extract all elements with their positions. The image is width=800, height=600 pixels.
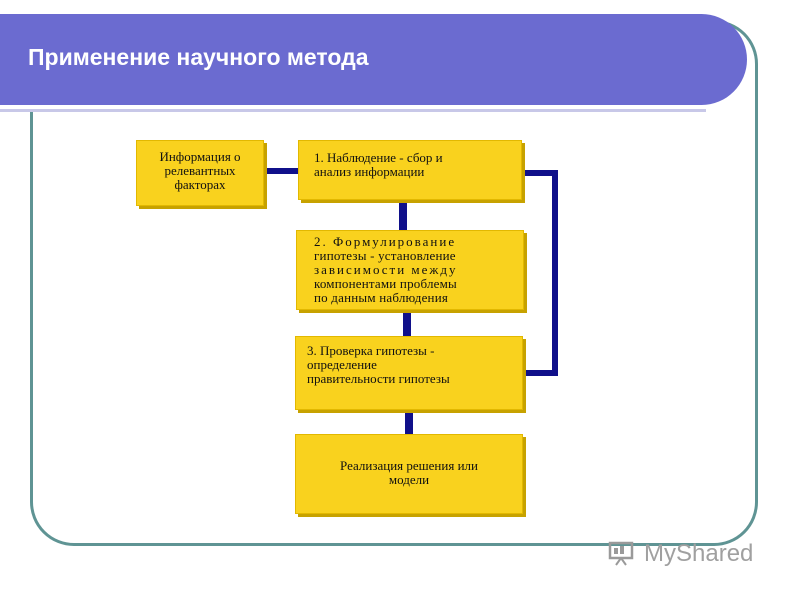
step3-line: правительности гипотезы: [307, 371, 450, 386]
watermark-text: MyShared: [644, 540, 754, 567]
step2-hypothesis-box: 2. Формулирование гипотезы - установлени…: [296, 230, 524, 310]
info-factors-box: Информация о релевантных факторах: [136, 140, 264, 206]
connector-step3-to-step4: [405, 410, 413, 434]
step2-line: компонентами проблемы: [314, 276, 457, 291]
title-underline-shadow: [0, 109, 706, 112]
feedback-loop-top: [522, 170, 558, 176]
step3-line: 3. Проверка гипотезы -: [307, 343, 435, 358]
title-bar: [0, 14, 747, 105]
step2-line: зависимости между: [314, 262, 458, 277]
feedback-loop-vertical: [552, 170, 558, 376]
step1-line: 1. Наблюдение - сбор и: [314, 150, 443, 165]
presentation-icon: [608, 541, 634, 566]
title-underline: [0, 105, 706, 109]
step4-implementation-box: Реализация решения или модели: [295, 434, 523, 514]
info-box-line: Информация о: [159, 149, 241, 164]
step2-line: 2. Формулирование: [314, 234, 457, 249]
step1-observation-box: 1. Наблюдение - сбор и анализ информации: [298, 140, 522, 200]
step3-line: определение: [307, 357, 377, 372]
step3-verification-box: 3. Проверка гипотезы - определение прави…: [295, 336, 523, 410]
step1-line: анализ информации: [314, 164, 425, 179]
slide-title: Применение научного метода: [28, 44, 369, 70]
connector-step2-to-step3: [403, 310, 411, 336]
feedback-loop-bottom: [523, 370, 558, 376]
step4-line: Реализация решения или: [340, 458, 478, 473]
step4-line: модели: [388, 472, 430, 487]
info-box-line: факторах: [174, 177, 226, 192]
step2-line: по данным наблюдения: [314, 290, 449, 305]
info-box-line: релевантных: [164, 163, 236, 178]
connector-info-to-step1: [264, 168, 298, 174]
connector-step1-to-step2: [399, 200, 407, 230]
step2-line: гипотезы - установление: [314, 248, 456, 263]
